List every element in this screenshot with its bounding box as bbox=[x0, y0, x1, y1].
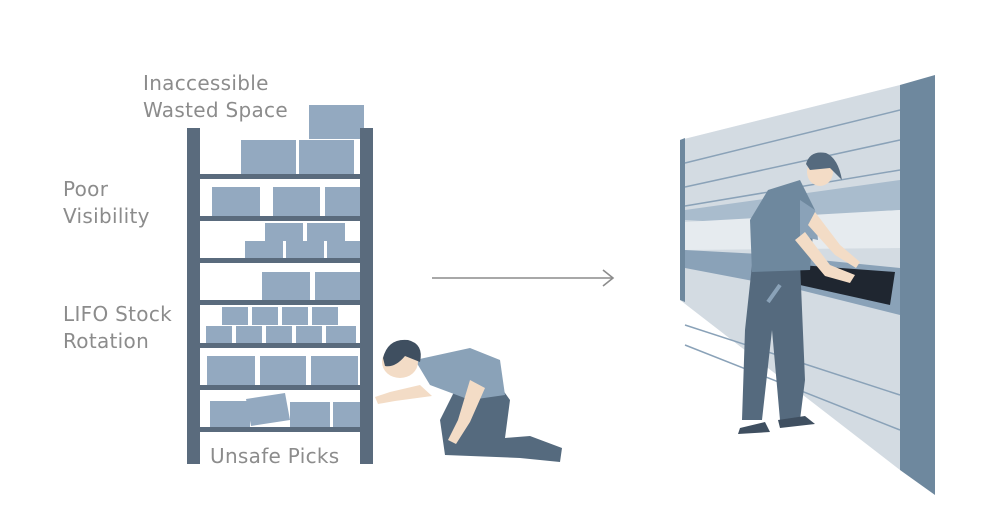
arrow-right-icon bbox=[432, 269, 615, 287]
label-lifo-2: Rotation bbox=[63, 329, 149, 353]
shelf-frame bbox=[187, 128, 373, 464]
label-visibility-1: Poor bbox=[63, 177, 109, 201]
label-inaccessible-1: Inaccessible bbox=[143, 71, 269, 95]
label-inaccessible-2: Wasted Space bbox=[143, 98, 288, 122]
vertical-lift-module-illustration bbox=[680, 75, 935, 495]
shelf-boxes bbox=[206, 105, 364, 428]
standing-worker-illustration bbox=[738, 152, 860, 434]
static-shelving-illustration bbox=[187, 105, 373, 464]
kneeling-worker-illustration bbox=[375, 339, 562, 462]
label-unsafe-picks: Unsafe Picks bbox=[210, 444, 339, 468]
label-visibility-2: Visibility bbox=[63, 204, 150, 228]
label-lifo-1: LIFO Stock bbox=[63, 302, 172, 326]
